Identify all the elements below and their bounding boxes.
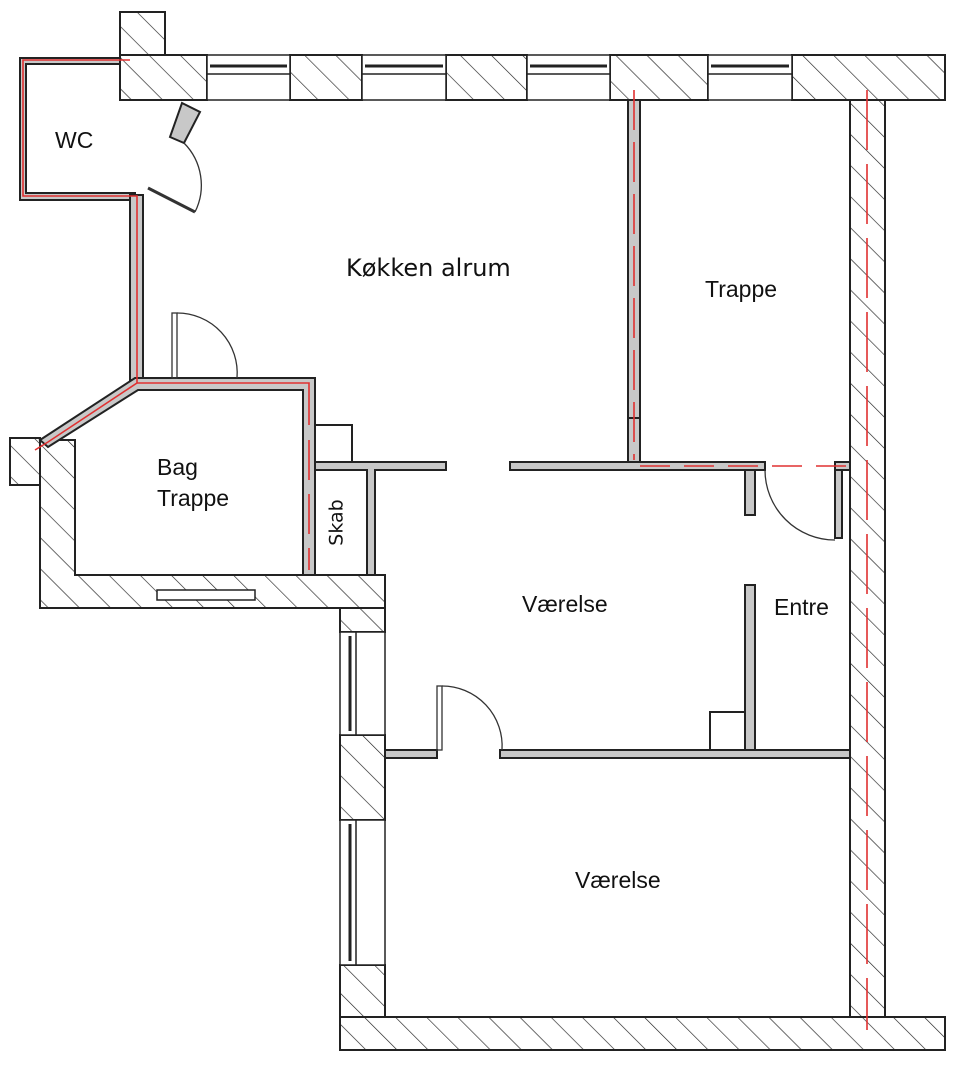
interior-walls [19,57,851,759]
red-markers [22,59,868,1030]
door-swings [147,142,836,751]
room-label-entrance: Entre [774,594,829,620]
windows [156,54,793,966]
room-label-back-stairs-1: Bag [157,454,198,480]
exterior-walls [9,11,946,1051]
room-label-room-2: Værelse [575,867,661,893]
room-label-wc: WC [55,127,94,153]
room-label-room-1: Værelse [522,591,608,617]
room-label-back-stairs-2: Trappe [157,485,230,511]
room-label-kitchen: Køkken alrum [346,254,511,282]
room-label-stairs: Trappe [705,276,778,302]
room-label-closet: Skab [325,499,348,546]
